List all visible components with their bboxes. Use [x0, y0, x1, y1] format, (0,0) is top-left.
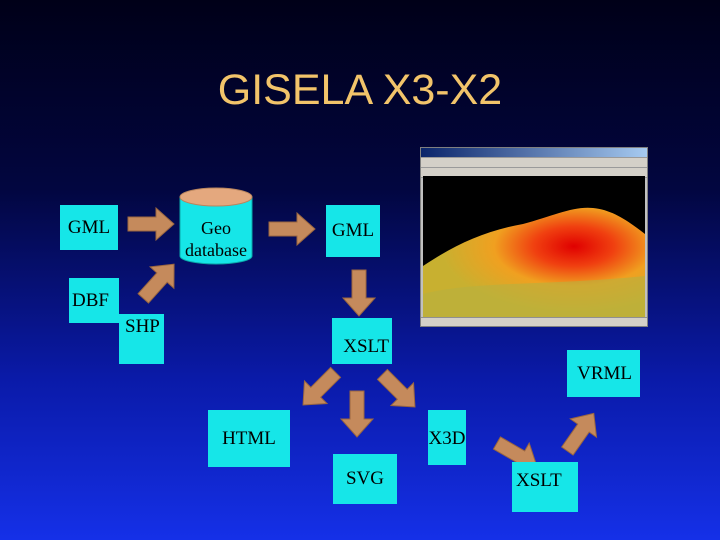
window-title-bar: [421, 148, 647, 158]
dbf-label: DBF: [72, 289, 109, 311]
window-menu-bar: [421, 158, 647, 168]
x3d-label: X3D: [428, 428, 466, 449]
gml-output-box: GML: [326, 205, 380, 257]
shp-box: SHP: [119, 314, 164, 364]
arrow-gml-to-xslt: [342, 269, 376, 317]
dbf-box: DBF: [69, 278, 119, 323]
arrow-xslt-to-html: [291, 360, 348, 417]
svg-box: SVG: [333, 454, 397, 504]
html-label: HTML: [222, 428, 276, 449]
xslt-main-box: XSLT: [332, 318, 392, 364]
arrow-xslt-to-vrml: [553, 403, 608, 461]
terrain-scene: [423, 176, 645, 318]
gml-source-box: GML: [60, 205, 118, 250]
vrml-box: VRML: [567, 350, 640, 397]
xslt-main-label: XSLT: [343, 336, 389, 357]
slide-title: GISELA X3-X2: [217, 66, 503, 114]
geo-database-label: Geo database: [185, 218, 247, 260]
shp-label: SHP: [125, 316, 160, 337]
gml-source-label: GML: [67, 216, 111, 238]
arrow-dbf-to-geodatabase: [130, 252, 187, 310]
arrow-geodatabase-to-gml: [268, 212, 316, 246]
svg-label: SVG: [345, 468, 384, 489]
window-status-bar: [421, 317, 647, 326]
xslt-secondary-box: XSLT: [512, 462, 578, 512]
arrow-xslt-to-svg: [340, 390, 374, 438]
3d-terrain-viewer-screenshot: [420, 147, 648, 327]
xslt-secondary-label: XSLT: [516, 470, 562, 491]
arrow-gml-to-geodatabase: [127, 207, 175, 241]
gml-output-label: GML: [331, 220, 375, 241]
html-box: HTML: [208, 410, 290, 467]
vrml-label: VRML: [577, 362, 632, 384]
geo-database-cylinder: [179, 187, 253, 265]
arrow-xslt-to-x3d: [370, 362, 427, 419]
x3d-box: X3D: [428, 410, 466, 465]
